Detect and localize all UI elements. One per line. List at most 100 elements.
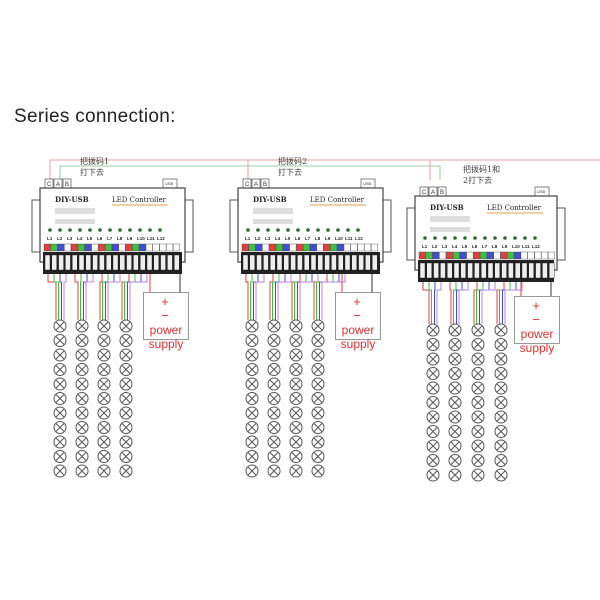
bulb-cross [77,452,87,461]
bulb-cross [77,394,87,403]
terminal-screw [440,262,446,279]
dip-switch-instruction: 把拨码1 [80,156,109,166]
mounting-bracket [382,199,392,253]
bulb-cross [55,452,65,461]
terminal-screw [317,254,323,271]
terminal-color-tag [289,243,297,252]
bulb-cross [247,423,257,432]
bulb-cross [269,423,279,432]
bulb-cross [496,383,506,393]
bulb-cross [450,441,460,451]
channel-label: L5 [285,236,291,241]
terminal-color-tag [323,243,331,252]
string-wire [269,274,274,320]
terminal-color-tag [527,251,535,260]
string-wire [59,274,62,320]
bulb-cross [473,398,483,407]
channel-led-icon [138,228,142,232]
string-wire [436,282,442,324]
bulb-cross [291,466,301,476]
channel-led-icon [533,236,537,240]
channel-led-icon [473,236,477,240]
terminal-screw [460,262,466,279]
bulb-cross [55,394,65,403]
string-wire [316,274,334,320]
string-wire [63,274,67,320]
terminal-color-tag [43,243,51,252]
data-wire-red [49,159,600,180]
string-wire [479,282,490,324]
channel-label: L7 [305,236,311,241]
string-wire [481,282,496,324]
bulb-cross [99,423,109,432]
bulb-cross [313,365,323,374]
bulb-cross [247,321,257,331]
terminal-screw [433,262,439,279]
terminal-screw [419,262,426,279]
terminal-color-tag [84,243,92,252]
channel-led-icon [463,236,467,240]
channel-led-icon [158,228,162,232]
string-wire [129,274,148,320]
terminal-color-tag [77,243,85,252]
bulb-cross [121,379,131,389]
terminal-screw [270,254,276,271]
channel-led-icon [443,236,447,240]
port-label: A [254,182,258,188]
string-wire [291,274,301,320]
bulb-cross [291,336,301,345]
terminal-color-tag [282,243,290,252]
terminal-screw [126,254,132,271]
bulb-cross [77,336,87,345]
channel-label: L3 [265,236,271,241]
bulb-cross [496,412,506,422]
channel-led-icon [296,228,300,232]
terminal-color-tag [125,243,133,252]
bulb-cross [313,437,323,447]
string-wire [321,274,346,320]
bulb-cross [77,321,87,331]
bulb-cross [99,350,109,360]
terminal-color-tag [541,251,549,260]
bulb-cross [99,452,109,461]
terminal-color-tag [255,243,263,252]
channel-led-icon [513,236,517,240]
bulb-cross [450,383,460,393]
channel-label: L2 [432,244,438,249]
string-wire [83,274,88,320]
channel-label: L11 [147,236,155,241]
bulb-cross [247,365,257,374]
string-wire [85,274,94,320]
bulb-cross [496,441,506,451]
terminal-screw [44,254,51,271]
bulb-cross [55,379,65,389]
channel-label: L3 [67,236,73,241]
terminal-color-tag [548,251,555,260]
terminal-screw [58,254,64,271]
bulb-cross [269,466,279,476]
string-wire [99,274,103,320]
bulb-cross [55,365,65,374]
mounting-bracket [406,207,416,261]
terminal-color-tag [118,243,126,252]
bulb-cross [77,423,87,432]
channel-led-icon [98,228,102,232]
terminal-color-tag [262,243,270,252]
bulb-cross [269,379,279,389]
bulb-cross [313,408,323,418]
terminal-color-tag [459,251,467,260]
string-wire [434,282,436,324]
bulb-cross [55,466,65,476]
channel-label: L10 [137,236,145,241]
bulb-cross [428,340,438,349]
terminal-color-tag [309,243,317,252]
terminal-screw [324,254,330,271]
channel-label: L12 [355,236,363,241]
string-wire [245,274,249,320]
bulb-cross [473,427,483,436]
terminal-screw [78,254,85,271]
terminal-color-tag [466,251,474,260]
bulb-cross [269,452,279,461]
terminal-color-tag [57,243,65,252]
